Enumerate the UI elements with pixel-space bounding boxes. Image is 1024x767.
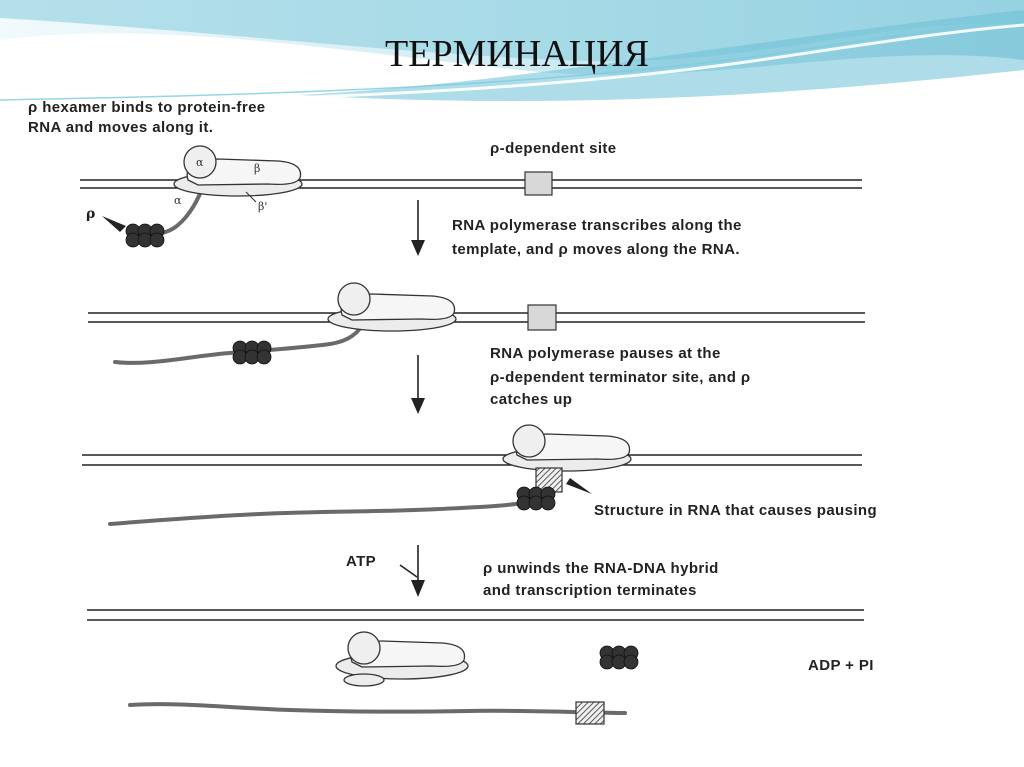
atp-label: ATP: [346, 553, 376, 570]
rho-hexamer-1: [125, 223, 165, 248]
step3-caption-line2: ρ-dependent terminator site, and ρ: [490, 369, 751, 386]
rna-polymerase-3: [502, 424, 632, 472]
rho-hexamer-2: [232, 340, 272, 365]
beta-prime-subunit-label: β': [258, 200, 267, 213]
rho-dependent-site-label: ρ-dependent site: [490, 140, 617, 157]
step3-caption-line3: catches up: [490, 391, 572, 408]
released-rna-transcript: [128, 702, 627, 715]
step1-caption-line1: ρ hexamer binds to protein-free: [28, 99, 266, 116]
adp-pi-label: ADP + PI: [808, 657, 874, 674]
pausing-structure-box-4: [575, 701, 605, 725]
rho-dependent-site-box-2: [527, 304, 557, 331]
step-arrow-3-head: [411, 580, 425, 597]
beta-prime-pointer: [245, 191, 257, 203]
released-rna-polymerase: [335, 631, 469, 687]
step4-caption-line2: and transcription terminates: [483, 582, 697, 599]
rho-label: ρ: [86, 206, 95, 222]
rna-polymerase-2: [327, 282, 457, 332]
alpha-lower-subunit-label: α: [174, 194, 182, 207]
pausing-structure-label: Structure in RNA that causes pausing: [594, 502, 877, 519]
rna-polymerase-1: [173, 145, 303, 197]
beta-subunit-label: β: [254, 162, 260, 175]
pausing-structure-pointer: [566, 478, 592, 494]
released-rho-hexamer: [599, 645, 639, 670]
step2-caption-line1: RNA polymerase transcribes along the: [452, 217, 742, 234]
rho-pointer-wedge-1: [102, 216, 126, 232]
step4-caption-line1: ρ unwinds the RNA-DNA hybrid: [483, 560, 719, 577]
header-wave-decoration: [0, 0, 1024, 107]
atp-input-line: [399, 564, 418, 578]
slide-title: ТЕРМИНАЦИЯ: [385, 33, 649, 75]
step2-caption-line2: template, and ρ moves along the RNA.: [452, 241, 740, 258]
step1-caption-line2: RNA and moves along it.: [28, 119, 213, 136]
step3-caption-line1: RNA polymerase pauses at the: [490, 345, 721, 362]
alpha-subunit-label: α: [196, 156, 204, 169]
rho-hexamer-3: [516, 486, 556, 511]
rna-transcript-3: [108, 501, 524, 526]
step-arrow-1-head: [411, 240, 425, 256]
step-arrow-2-head: [411, 398, 425, 414]
rho-dependent-site-box-1: [524, 171, 553, 196]
